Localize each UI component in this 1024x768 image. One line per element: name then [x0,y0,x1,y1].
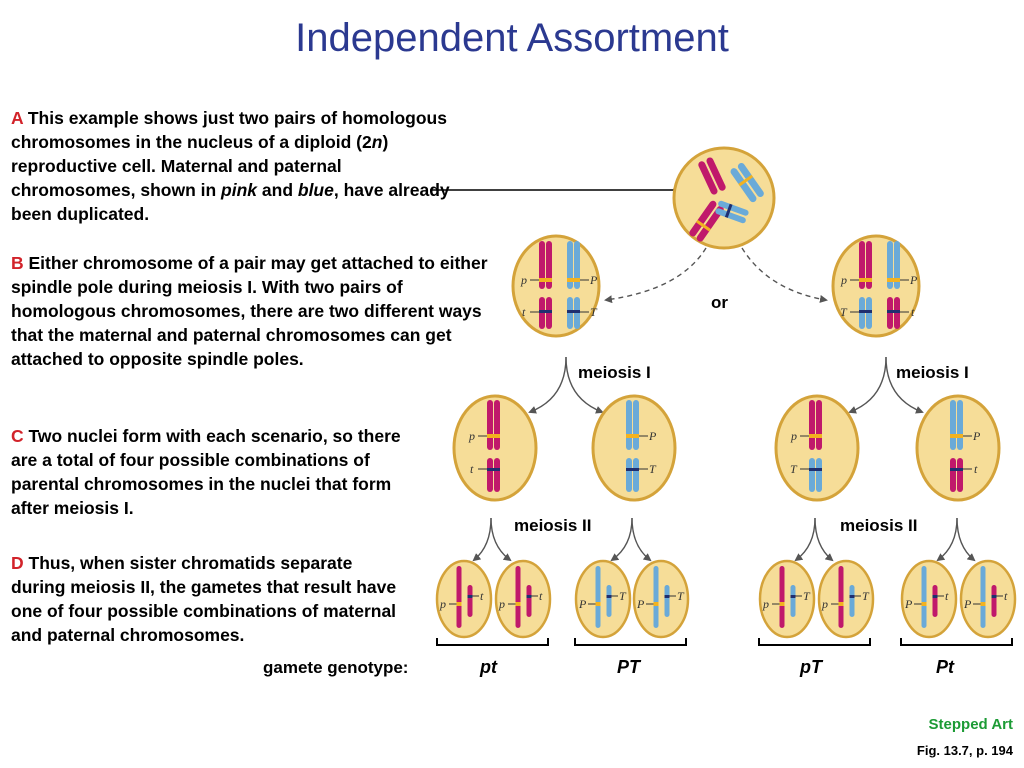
paragraph-text: Either chromosome of a pair may get atta… [11,253,488,369]
allele-label: p [520,273,527,287]
allele-label: p [840,273,847,287]
gamete-cell: Pt [900,559,958,639]
paragraph-text: Thus, when sister chromatids separate du… [11,553,397,645]
stepped-art-label: Stepped Art [928,716,1013,733]
allele-label: p [762,597,769,611]
gamete-bracket [758,638,871,646]
meiosis-2-arrow [610,517,633,562]
meiosis-2-arrow [814,517,834,562]
meiosis-1-arrow [565,356,604,414]
gamete-cell: Pt [959,559,1017,639]
allele-label: T [590,305,598,319]
allele-label: t [539,589,543,603]
gamete-cell: pt [435,559,493,639]
paragraph-text: and [257,180,298,200]
allele-label: P [904,597,913,611]
paragraph-c: C Two nuclei form with each scenario, so… [11,424,421,520]
allele-label: P [636,597,645,611]
allele-label: P [909,273,918,287]
meiosis-1-arrow [528,356,567,414]
gamete-cell: PT [574,559,632,639]
allele-label: t [945,589,949,603]
allele-label: p [468,429,475,443]
allele-label: P [589,273,598,287]
allele-label: t [522,305,526,319]
gamete-bracket [574,638,687,646]
allele-label: t [974,462,978,476]
figure-reference: Fig. 13.7, p. 194 [916,743,1013,758]
paragraph-key: A [11,108,23,128]
paragraph-b: B Either chromosome of a pair may get at… [11,251,491,371]
dashed-arrow-left [604,247,707,304]
gamete-bracket [900,638,1013,646]
gamete-cell: pt [494,559,552,639]
paragraph-key: C [11,426,24,446]
paragraph-text: Two nuclei form with each scenario, so t… [11,426,401,518]
paragraph-text: This example shows just two pairs of hom… [11,108,447,152]
genotype-label: pT [799,657,824,677]
meiosis-2-arrow [631,517,652,562]
allele-label: T [862,589,870,603]
genotype-label: Pt [936,657,955,677]
allele-label: t [1004,589,1008,603]
allele-label: T [840,305,848,319]
scenario-left-nucleus: p P t T [511,234,601,338]
allele-label: p [498,597,505,611]
genotype-label: PT [617,657,642,677]
parent-nucleus [672,146,776,250]
meiosis-2-arrow [936,517,958,562]
allele-label: P [963,597,972,611]
paragraph-key: B [11,253,24,273]
allele-label: P [578,597,587,611]
allele-label: p [790,429,797,443]
meiosis-1-label: meiosis I [896,363,969,382]
allele-label: T [619,589,627,603]
allele-label: P [648,429,657,443]
paragraph-text: n [371,132,383,152]
allele-label: T [803,589,811,603]
gamete-bracket [436,638,549,646]
paragraph-a: A This example shows just two pairs of h… [11,106,461,226]
allele-label: P [972,429,981,443]
paragraph-text: ) reproductive cell. Maternal and patern… [11,132,389,200]
meiosis-1-nucleus: p t [452,394,538,502]
allele-label: p [439,597,446,611]
meiosis-1-nucleus: P T [591,394,677,502]
meiosis-1-nucleus: p T [774,394,860,502]
paragraph-text: blue [297,180,334,200]
meiosis-2-label: meiosis II [840,516,917,535]
paragraph-text: , have already been duplicated. [11,180,450,224]
allele-label: t [911,305,915,319]
meiosis-2-label: meiosis II [514,516,591,535]
meiosis-2-arrow [956,517,976,562]
meiosis-2-arrow [490,517,512,562]
allele-label: t [470,462,474,476]
allele-label: T [677,589,685,603]
gamete-cell: pT [817,559,875,639]
allele-label: t [480,589,484,603]
dashed-arrow-right [741,247,828,303]
gamete-genotype-label: gamete genotype: [263,658,408,677]
allele-label: T [790,462,798,476]
page-title: Independent Assortment [295,16,729,60]
paragraph-text: pink [221,180,258,200]
allele-label: p [821,597,828,611]
paragraph-d: D Thus, when sister chromatids separate … [11,551,411,647]
or-label: or [711,293,728,312]
gamete-cell: pT [758,559,816,639]
gamete-cell: PT [632,559,690,639]
meiosis-1-arrow [885,356,924,414]
meiosis-1-arrow [848,356,887,414]
meiosis-2-arrow [794,517,816,562]
scenario-right-nucleus: p P T t [831,234,921,338]
meiosis-2-arrow [472,517,492,562]
paragraph-key: D [11,553,24,573]
meiosis-1-label: meiosis I [578,363,651,382]
meiosis-1-nucleus: P t [915,394,1001,502]
allele-label: T [649,462,657,476]
genotype-label: pt [479,657,498,677]
